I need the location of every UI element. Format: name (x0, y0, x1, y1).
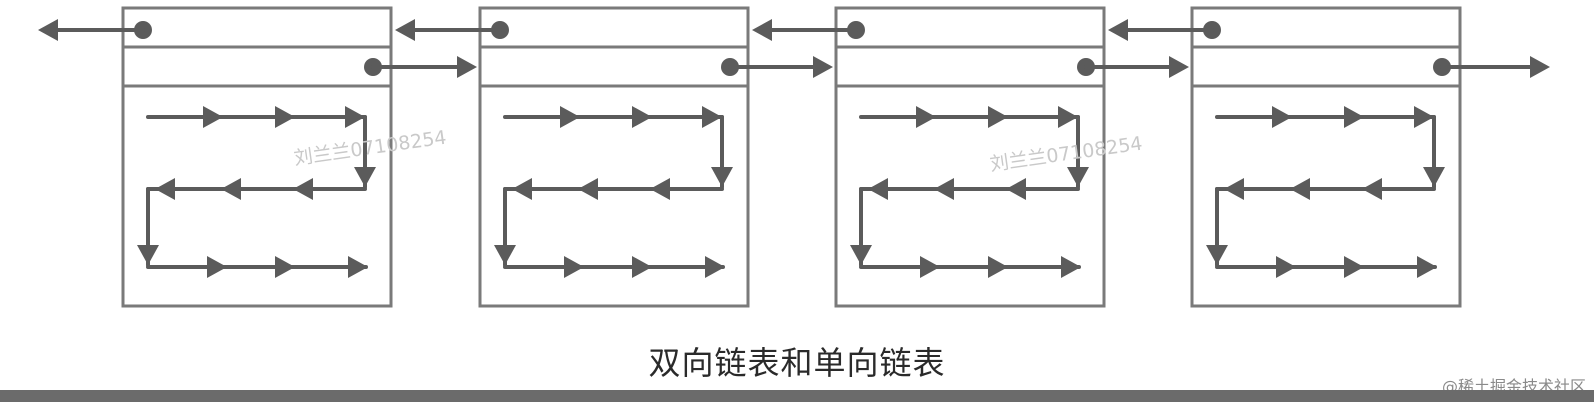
data-arrow-top-2 (632, 106, 652, 128)
bottom-band (0, 390, 1594, 402)
data-arrow-bottom-1 (920, 256, 940, 278)
data-arrow-middle-1 (650, 178, 670, 200)
prev-link-arrow-2 (752, 19, 772, 41)
next-link-arrow-2 (813, 56, 833, 78)
data-arrow-middle-1 (1006, 178, 1026, 200)
head-prev-arrow (38, 19, 58, 41)
data-arrow-bottom-3 (1417, 256, 1437, 278)
data-arrow-bottom-2 (275, 256, 295, 278)
data-arrow-top-1 (916, 106, 936, 128)
data-arrow-bottom-3 (705, 256, 725, 278)
data-arrow-top-3 (1058, 106, 1078, 128)
data-arrow-middle-3 (512, 178, 532, 200)
data-arrow-middle-3 (1224, 178, 1244, 200)
data-arrow-bottom-1 (1276, 256, 1296, 278)
data-arrow-top-3 (1414, 106, 1434, 128)
data-arrow-middle-2 (578, 178, 598, 200)
data-arrow-middle-2 (221, 178, 241, 200)
data-arrow-down-left (494, 245, 516, 265)
data-arrow-middle-2 (934, 178, 954, 200)
data-arrow-top-3 (702, 106, 722, 128)
prev-link-arrow-3 (1108, 19, 1128, 41)
node-frame (478, 6, 750, 308)
data-arrow-bottom-3 (1061, 256, 1081, 278)
data-arrow-top-2 (988, 106, 1008, 128)
data-arrow-down-left (137, 245, 159, 265)
node-frame (121, 6, 393, 308)
data-arrow-down-right (711, 167, 733, 187)
data-arrow-middle-1 (293, 178, 313, 200)
data-arrow-top-2 (275, 106, 295, 128)
data-arrow-down-right (354, 167, 376, 187)
node-4 (1190, 6, 1462, 308)
data-arrow-top-1 (560, 106, 580, 128)
data-arrow-down-left (850, 245, 872, 265)
next-link-arrow-3 (1169, 56, 1189, 78)
data-arrow-middle-3 (868, 178, 888, 200)
tail-next-arrow (1530, 56, 1550, 78)
diagram-caption: 双向链表和单向链表 (648, 344, 946, 382)
data-arrow-down-right (1067, 167, 1089, 187)
data-arrow-bottom-2 (632, 256, 652, 278)
data-arrow-top-1 (1272, 106, 1292, 128)
next-link-arrow-1 (457, 56, 477, 78)
data-arrow-down-left (1206, 245, 1228, 265)
data-arrow-bottom-2 (988, 256, 1008, 278)
data-arrow-top-2 (1344, 106, 1364, 128)
data-arrow-middle-1 (1362, 178, 1382, 200)
data-arrow-bottom-1 (207, 256, 227, 278)
node-frame (834, 6, 1106, 308)
data-arrow-down-right (1423, 167, 1445, 187)
node-frame (1190, 6, 1462, 308)
prev-link-arrow-1 (395, 19, 415, 41)
data-arrow-top-1 (203, 106, 223, 128)
data-arrow-top-3 (345, 106, 365, 128)
data-arrow-bottom-2 (1344, 256, 1364, 278)
data-arrow-middle-2 (1290, 178, 1310, 200)
data-arrow-bottom-3 (348, 256, 368, 278)
data-arrow-middle-3 (155, 178, 175, 200)
node-2 (478, 6, 750, 308)
data-arrow-bottom-1 (564, 256, 584, 278)
